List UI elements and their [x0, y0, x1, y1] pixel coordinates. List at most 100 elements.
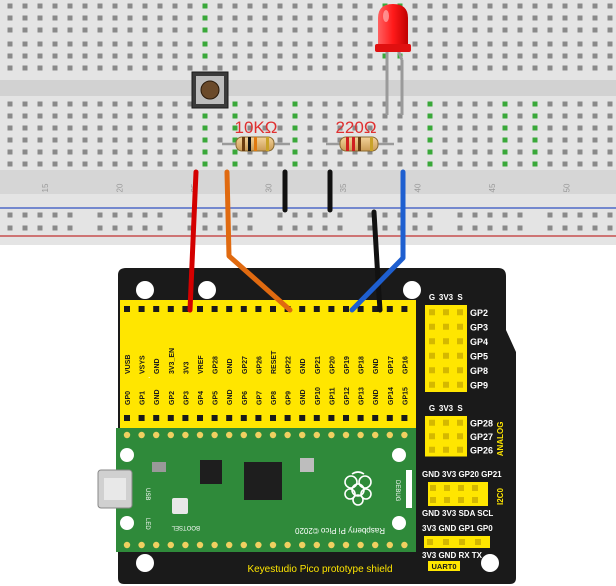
breadboard-hole [202, 65, 208, 71]
breadboard-hole [127, 149, 133, 155]
rail-hole [37, 225, 43, 231]
breadboard-hole [532, 101, 538, 107]
breadboard-hole [547, 65, 553, 71]
breadboard-hole [592, 137, 598, 143]
breadboard-hole [127, 15, 133, 21]
breadboard-hole [112, 3, 118, 9]
breadboard-hole [157, 149, 163, 155]
breadboard-hole [22, 113, 28, 119]
group-pin [457, 323, 463, 330]
breadboard-hole [277, 125, 283, 131]
breadboard-hole [367, 149, 373, 155]
breadboard-hole [337, 161, 343, 167]
bottom-pin-label: GP8 [271, 391, 278, 405]
rail-hole [277, 225, 283, 231]
header-socket [226, 415, 233, 421]
breadboard-hole [307, 101, 313, 107]
group-pin [443, 338, 449, 345]
breadboard-hole [247, 101, 253, 107]
i2c-side-label: I2C0 [496, 488, 505, 505]
header-socket [372, 415, 379, 421]
header-socket [313, 415, 320, 421]
breadboard-hole [232, 3, 238, 9]
uart-pin [427, 539, 433, 545]
resistor-10k-band-4 [266, 137, 269, 151]
i2c-pin [458, 485, 464, 491]
breadboard-hole [247, 15, 253, 21]
group-header-label: G [429, 404, 435, 413]
breadboard-hole [52, 65, 58, 71]
breadboard-hole [202, 3, 208, 9]
breadboard-hole [352, 3, 358, 9]
breadboard-hole [292, 3, 298, 9]
breadboard-hole [67, 137, 73, 143]
group-pin [457, 446, 463, 453]
breadboard-hole [592, 101, 598, 107]
breadboard-hole [172, 125, 178, 131]
breadboard-hole [412, 125, 418, 131]
group-pin [457, 338, 463, 345]
pico-pad [167, 541, 174, 549]
breadboard-hole [472, 65, 478, 71]
group-header-body [425, 305, 467, 392]
breadboard-hole [442, 15, 448, 21]
breadboard-hole [442, 113, 448, 119]
group-pin [429, 367, 435, 374]
breadboard-hole [52, 113, 58, 119]
column-number: 30 [265, 183, 274, 192]
top-pin-label: GP27 [242, 356, 249, 374]
breadboard-hole [412, 149, 418, 155]
breadboard-hole [292, 101, 298, 107]
breadboard-hole [487, 27, 493, 33]
top-pin-label: GP26 [256, 356, 263, 374]
group-header-label: 3V3 [439, 404, 454, 413]
breadboard-hole [502, 149, 508, 155]
breadboard-hole [532, 41, 538, 47]
pico-pad [138, 431, 145, 439]
rail-hole [577, 212, 583, 218]
breadboard-hole [247, 41, 253, 47]
rail-hole [502, 212, 508, 218]
breadboard-hole [232, 101, 238, 107]
pico-pad [153, 541, 160, 549]
breadboard-hole [427, 15, 433, 21]
breadboard-hole [97, 101, 103, 107]
breadboard-hole [112, 15, 118, 21]
breadboard-hole [22, 3, 28, 9]
bottom-pin-label: GP14 [388, 387, 395, 405]
rail-hole [487, 225, 493, 231]
group-pin [429, 433, 435, 440]
breadboard-hole [67, 149, 73, 155]
breadboard-hole [472, 161, 478, 167]
rail-hole [112, 212, 118, 218]
breadboard-hole [562, 3, 568, 9]
bottom-pin-label: GP11 [329, 387, 336, 405]
breadboard-hole [457, 53, 463, 59]
header-socket [255, 306, 262, 312]
flash-chip [200, 460, 222, 484]
pico-hole-bl [120, 516, 134, 530]
breadboard-hole [37, 101, 43, 107]
rail-hole [7, 212, 13, 218]
breadboard-hole [382, 149, 388, 155]
breadboard-hole [427, 101, 433, 107]
top-pin-label: GP16 [402, 356, 409, 374]
rail-hole [202, 225, 208, 231]
breadboard-hole [202, 27, 208, 33]
rail-hole [517, 212, 523, 218]
breadboard-hole [322, 3, 328, 9]
wire-blue [349, 169, 406, 313]
breadboard-hole [562, 101, 568, 107]
breadboard-hole [277, 53, 283, 59]
breadboard-hole [67, 3, 73, 9]
group-header-label: G [429, 293, 435, 302]
breadboard-hole [112, 53, 118, 59]
breadboard-hole [352, 65, 358, 71]
regulator [152, 462, 166, 472]
breadboard-hole [82, 65, 88, 71]
breadboard-hole [97, 3, 103, 9]
breadboard-hole [532, 65, 538, 71]
breadboard-hole [112, 125, 118, 131]
